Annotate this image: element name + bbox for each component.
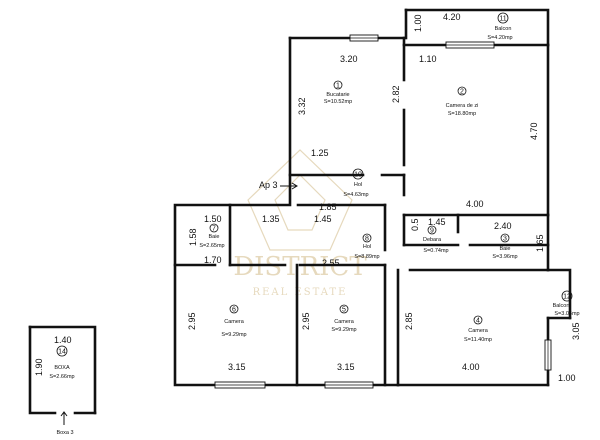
svg-text:4.20: 4.20 xyxy=(443,12,461,22)
svg-text:S=3.96mp: S=3.96mp xyxy=(492,254,517,260)
room-camera-4: 4 Camera S=11.40mp xyxy=(464,315,492,343)
boxa-caption: Boxa 3 xyxy=(56,430,73,436)
svg-text:Baie: Baie xyxy=(499,246,510,252)
svg-text:S=3.05mp: S=3.05mp xyxy=(554,311,579,317)
svg-text:14: 14 xyxy=(58,349,66,356)
svg-text:Balcon: Balcon xyxy=(495,26,512,32)
svg-text:10: 10 xyxy=(354,172,362,179)
room-camera-6: 6 Camera S=9.29mp xyxy=(221,304,247,338)
room-hol: 8 Hol S=8.89mp xyxy=(354,233,380,260)
svg-text:BOXA: BOXA xyxy=(54,365,70,371)
svg-text:7: 7 xyxy=(212,226,216,233)
svg-text:Baie: Baie xyxy=(208,234,219,240)
room-debara: 9 Debara S=0.74mp xyxy=(423,225,449,254)
svg-text:S=4.20mp: S=4.20mp xyxy=(487,35,512,41)
svg-text:S=0.74mp: S=0.74mp xyxy=(423,248,448,254)
svg-text:2.85: 2.85 xyxy=(404,312,414,330)
windows xyxy=(214,34,552,389)
svg-text:Camera: Camera xyxy=(468,328,489,334)
room-baie-3: 3 Baie S=3.96mp xyxy=(492,233,518,260)
svg-text:1.25: 1.25 xyxy=(311,148,329,158)
svg-text:8: 8 xyxy=(365,236,369,243)
svg-text:S=4.63mp: S=4.63mp xyxy=(343,192,368,198)
svg-text:S=2.66mp: S=2.66mp xyxy=(49,374,74,380)
svg-text:S=18.80mp: S=18.80mp xyxy=(448,111,476,117)
room-hol-10: 10 Hol S=4.63mp xyxy=(343,168,369,198)
svg-text:3.32: 3.32 xyxy=(297,97,307,115)
svg-text:S=9.29mp: S=9.29mp xyxy=(221,332,246,338)
svg-text:Camera: Camera xyxy=(334,319,355,325)
svg-text:5: 5 xyxy=(342,307,346,314)
svg-text:0.5: 0.5 xyxy=(410,218,420,231)
room-bucatarie: 1 Bucatarie S=10.52mp xyxy=(324,80,352,105)
svg-text:1: 1 xyxy=(336,83,340,90)
svg-text:1.70: 1.70 xyxy=(204,255,222,265)
svg-text:4.00: 4.00 xyxy=(462,362,480,372)
svg-text:Balcon: Balcon xyxy=(553,303,570,309)
svg-text:2.40: 2.40 xyxy=(494,221,512,231)
room-balcon-11: 11 Balcon S=4.20mp xyxy=(487,12,513,41)
svg-text:1.35: 1.35 xyxy=(262,214,280,224)
svg-text:1.10: 1.10 xyxy=(419,54,437,64)
svg-text:S=11.40mp: S=11.40mp xyxy=(464,337,492,343)
svg-text:Camera: Camera xyxy=(224,319,245,325)
svg-text:1.90: 1.90 xyxy=(34,358,44,376)
svg-text:S=10.52mp: S=10.52mp xyxy=(324,99,352,105)
walls xyxy=(173,8,572,387)
svg-text:1.00: 1.00 xyxy=(558,373,576,383)
svg-text:1.58: 1.58 xyxy=(188,228,198,246)
boxa: Boxa 3 xyxy=(28,325,97,436)
room-baie-7: 7 Baie S=2.65mp xyxy=(199,223,225,249)
svg-text:1.45: 1.45 xyxy=(314,214,332,224)
room-balcon-12: 12 Balcon S=3.05mp xyxy=(553,290,580,317)
svg-text:S=8.89mp: S=8.89mp xyxy=(354,254,379,260)
apartment-label: Ap 3 xyxy=(259,180,278,190)
room-camera-5: 5 Camera S=9.29mp xyxy=(331,304,357,333)
svg-text:11: 11 xyxy=(499,16,506,23)
svg-text:S=2.65mp: S=2.65mp xyxy=(199,243,224,249)
svg-text:1.45: 1.45 xyxy=(428,217,446,227)
dimension-labels: 4.20 1.00 1.10 3.20 3.32 2.82 1.25 4.70 … xyxy=(34,12,581,383)
svg-text:3: 3 xyxy=(503,236,507,243)
svg-text:Debara: Debara xyxy=(423,237,442,243)
svg-text:3.15: 3.15 xyxy=(337,362,355,372)
svg-text:1.40: 1.40 xyxy=(54,335,72,345)
svg-text:1.85: 1.85 xyxy=(319,202,337,212)
watermark-tagline: REAL ESTATE xyxy=(253,287,348,298)
svg-text:2.82: 2.82 xyxy=(391,85,401,103)
watermark-name: DISTRICT xyxy=(233,252,367,282)
svg-text:1.50: 1.50 xyxy=(204,214,222,224)
room-camera-de-zi: 2 Camera de zi S=18.80mp xyxy=(446,86,479,117)
svg-text:9: 9 xyxy=(430,228,434,235)
svg-text:4.00: 4.00 xyxy=(466,199,484,209)
watermark: DISTRICT REAL ESTATE xyxy=(233,149,367,298)
svg-text:4.70: 4.70 xyxy=(529,122,539,140)
room-boxa: 14 BOXA S=2.66mp xyxy=(49,345,75,380)
svg-text:Hol: Hol xyxy=(354,182,362,188)
svg-text:1.00: 1.00 xyxy=(413,14,423,32)
svg-text:S=9.29mp: S=9.29mp xyxy=(331,327,356,333)
svg-text:2.95: 2.95 xyxy=(301,312,311,330)
svg-text:Camera de zi: Camera de zi xyxy=(446,103,479,109)
svg-text:3.05: 3.05 xyxy=(571,322,581,340)
svg-text:2.95: 2.95 xyxy=(187,312,197,330)
svg-text:12: 12 xyxy=(563,294,571,301)
svg-text:Hol: Hol xyxy=(363,244,371,250)
svg-text:3.20: 3.20 xyxy=(340,54,358,64)
svg-text:2.55: 2.55 xyxy=(322,258,340,268)
svg-text:1.65: 1.65 xyxy=(535,234,545,252)
room-labels: 1 Bucatarie S=10.52mp 2 Camera de zi S=1… xyxy=(49,12,580,380)
svg-text:Bucatarie: Bucatarie xyxy=(326,92,349,98)
svg-text:6: 6 xyxy=(232,307,236,314)
svg-text:2: 2 xyxy=(460,89,464,96)
svg-text:3.15: 3.15 xyxy=(228,362,246,372)
svg-text:4: 4 xyxy=(476,318,480,325)
